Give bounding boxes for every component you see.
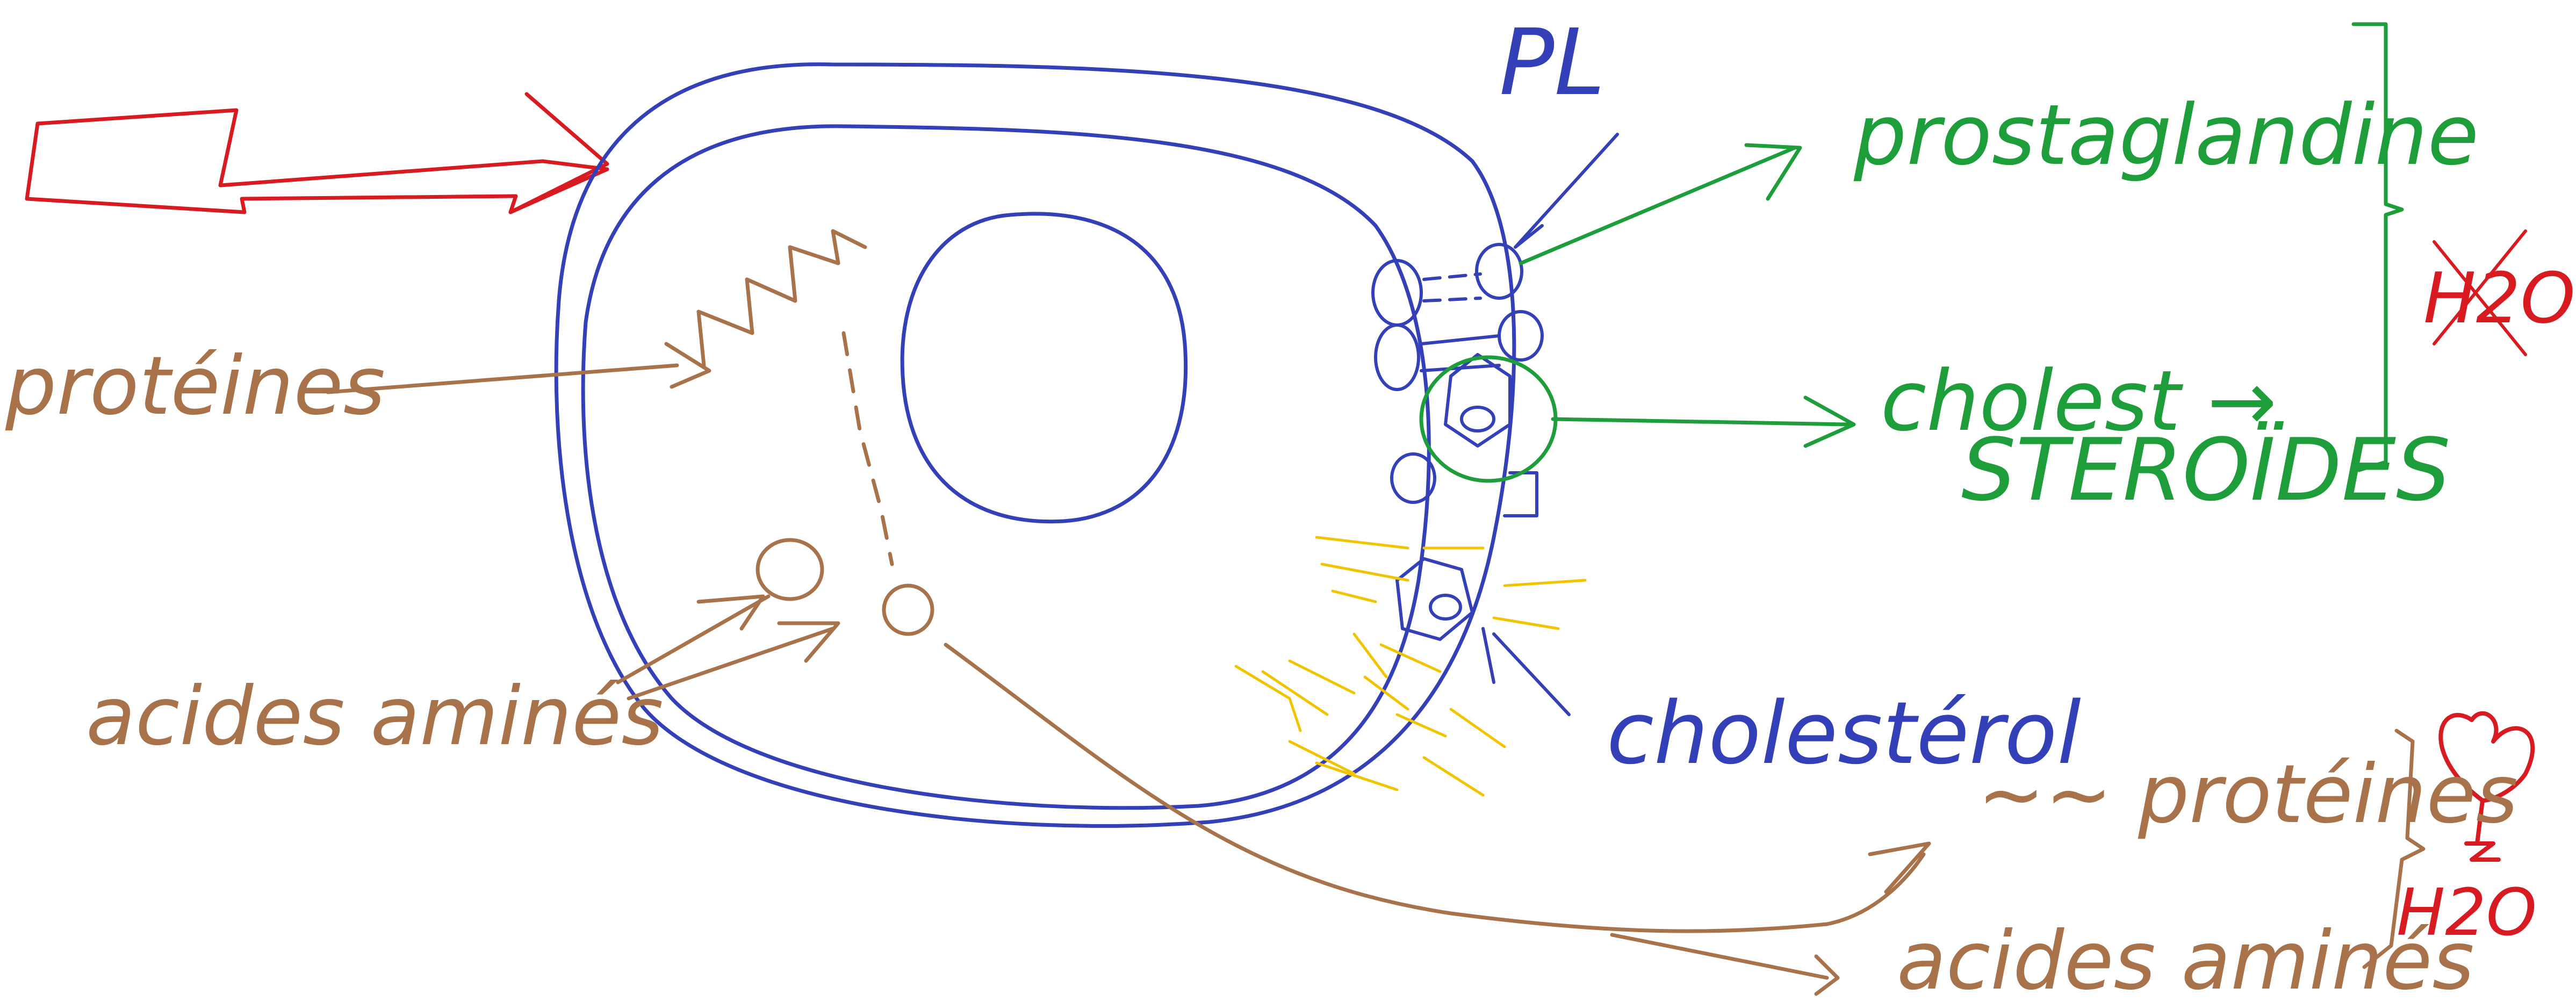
label-acides-amines-in: acides aminés: [86, 670, 664, 763]
cross-out-mark: [2433, 229, 2527, 356]
heart-icon: [2438, 711, 2535, 862]
brown-paths: [326, 229, 2426, 996]
nucleus: [900, 212, 1188, 524]
label-proteines-in: protéines: [5, 340, 385, 433]
label-cholesterol: cholestérol: [1607, 683, 2081, 783]
label-pl: PL: [1499, 10, 1605, 116]
cell-membrane-outer: [554, 62, 1516, 828]
protein-chain: [696, 229, 867, 367]
cholesterol-molecules: [1395, 353, 1512, 641]
green-arrows: [1519, 22, 2404, 472]
label-steroides: STEROÏDES: [1961, 420, 2451, 520]
cholesterol-highlight: [1419, 355, 1558, 483]
label-h2o-bottom: H2O: [2397, 876, 2537, 950]
pl-pointer: [1514, 133, 1619, 249]
label-prostaglandine: prostaglandine: [1853, 86, 2479, 184]
cell: [554, 62, 1587, 828]
cholesterol-pointer: [1481, 627, 1571, 716]
label-cholest: cholest →: [1881, 352, 2277, 450]
label-h2o-crossed: H2O: [2423, 257, 2575, 339]
lightning-bolt-icon: [25, 92, 609, 214]
cell-membrane-inner: [581, 124, 1431, 810]
label-proteines-out: ~~ protéines: [1977, 748, 2518, 841]
label-acides-amines-out: acides aminés: [1897, 914, 2474, 1002]
heat-marks: [1234, 536, 1587, 797]
